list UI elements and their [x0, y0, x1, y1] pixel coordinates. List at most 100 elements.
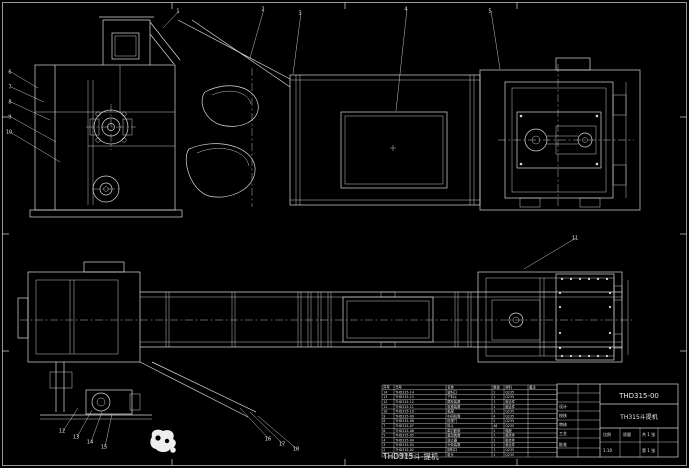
callout-leader — [11, 87, 44, 102]
bom-cell: THD315-11 — [394, 405, 414, 409]
head-pulley — [86, 104, 136, 150]
bom-cell: 组合件 — [505, 442, 516, 447]
bom-cell: 1 — [383, 453, 385, 457]
bom-cell: 3 — [383, 443, 385, 447]
bom-cell: 名称 — [447, 385, 454, 390]
bom-cell: 5 — [383, 434, 385, 438]
bom-cell: 8 — [383, 419, 385, 423]
title-block-cell: 1:10 — [603, 448, 612, 453]
bom-cell: Q235 — [505, 448, 514, 452]
title-block-cell: 校核 — [559, 412, 567, 418]
bom-cell: 组合件 — [505, 433, 516, 438]
plan-view — [18, 262, 632, 419]
bom-cell: 检视门 — [447, 418, 457, 423]
bom-cell: THD315-01 — [394, 453, 414, 457]
bom-cell: 橡胶 — [505, 428, 512, 433]
bom-cell: 1 — [493, 390, 495, 394]
bom-cell: THD315-10 — [394, 410, 414, 414]
callout-leader — [293, 13, 301, 74]
bom-cell: 1 — [493, 410, 495, 414]
product-name: TH315斗提机 — [619, 413, 658, 421]
callout-label: 4 — [404, 7, 407, 13]
bom-cell: 12 — [383, 400, 387, 404]
bom-cell: 9 — [383, 414, 385, 418]
drawing-frame — [3, 3, 687, 466]
title-block-cell: 审核 — [559, 421, 567, 427]
bom-cell: 代号 — [395, 385, 402, 390]
callout-leader — [11, 72, 38, 88]
bom-cell: Q235 — [505, 395, 514, 399]
bom-cell: THD315-12 — [394, 400, 414, 404]
bom-cell: THD315-02 — [394, 448, 414, 452]
title-block-cell: 质量 — [623, 431, 631, 437]
bom-cell: 6 — [383, 429, 385, 433]
bom-cell: Q235 — [505, 410, 514, 414]
title-block-cell: 第 1 张 — [642, 447, 655, 453]
callout-label: 15 — [101, 445, 107, 451]
bom-cell: THD315-13 — [394, 395, 414, 399]
bom-cell: 1 — [493, 443, 495, 447]
callout-leader — [396, 9, 407, 111]
bom-cell: 14 — [383, 390, 387, 394]
bom-cell: Q235 — [505, 424, 514, 428]
bom-cell: 卸料口 — [447, 447, 457, 452]
middle-casing — [290, 75, 480, 205]
callout-label: 14 — [87, 440, 93, 446]
bom-cell: THD315-09 — [394, 414, 414, 418]
bom-cell: 张紧装置 — [447, 404, 461, 409]
bom-cell: 1 — [493, 400, 495, 404]
callout-leader — [91, 412, 102, 442]
callout-label: 16 — [265, 437, 271, 443]
callout-leader — [11, 102, 50, 120]
drawing-number: THD315-00 — [618, 392, 659, 400]
bom-cell: 13 — [383, 395, 387, 399]
callout-leader — [250, 9, 264, 58]
callout-label: 17 — [279, 442, 285, 448]
bom-cell: 下料斗 — [447, 394, 458, 399]
bom-cell: 7 — [383, 424, 385, 428]
stamp-logo — [150, 430, 175, 453]
bom-cell: 2 — [493, 419, 495, 423]
bom-cell: THD315-08 — [394, 419, 414, 423]
title-block-cell: 设计 — [559, 403, 567, 409]
callout-leader — [491, 11, 500, 69]
callout-label: 13 — [73, 435, 79, 441]
bom-cell: 1 — [493, 434, 495, 438]
title-block-cell: 工艺 — [559, 431, 567, 436]
bom-cell: 11 — [383, 405, 387, 409]
bom-cell: 4 — [493, 414, 495, 418]
tension-wheel — [92, 176, 120, 202]
bom-cell: 头轮装置 — [447, 442, 461, 447]
bom-cell: 1 — [493, 395, 495, 399]
bom-cell: 进料口 — [447, 389, 457, 394]
callout-label: 12 — [59, 429, 65, 435]
title-block-cell: 共 1 张 — [642, 431, 655, 437]
callout-label: 18 — [293, 447, 299, 453]
callout-leader — [240, 408, 269, 439]
bom-cell: 牵引胶带 — [447, 428, 461, 433]
bom-cell: Q235 — [505, 453, 514, 457]
bom-cell: Q235 — [505, 390, 514, 394]
title-block-cell: 批准 — [559, 441, 567, 447]
callout-label: 6 — [8, 70, 11, 76]
bom-cell: THD315-14 — [394, 390, 414, 394]
bom-cell: THD315-04 — [394, 438, 414, 442]
bom-cell: Q235 — [505, 414, 514, 418]
title-block-cell: 比例 — [603, 431, 611, 437]
callout-leader — [524, 238, 576, 269]
bom-cell: THD315-06 — [394, 429, 414, 433]
bom-cell: 46 — [493, 424, 497, 428]
callout-label: 11 — [572, 236, 578, 242]
tail-section — [18, 262, 140, 362]
callout-label: 1 — [176, 9, 179, 15]
callout-label: 8 — [8, 100, 11, 106]
callout-label: 3 — [298, 11, 301, 17]
bom-cell: 1 — [493, 438, 495, 442]
bom-cell: 备注 — [529, 385, 536, 390]
bom-cell: 驱动装置 — [447, 433, 461, 438]
bom-table: 序号代号名称数量材料备注14THD315-14进料口1Q23513THD315-… — [382, 385, 557, 457]
head-casing — [30, 65, 182, 217]
bom-cell: 1 — [493, 453, 495, 457]
callout-label: 9 — [8, 115, 11, 121]
elevation-view — [30, 17, 640, 217]
